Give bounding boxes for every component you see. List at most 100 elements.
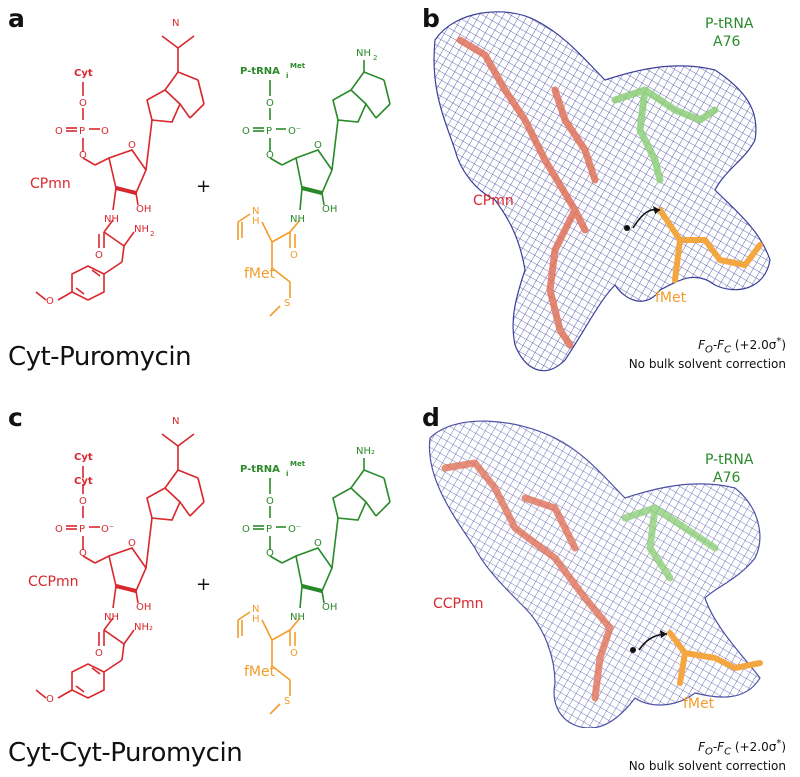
svg-text:O: O [314, 140, 322, 151]
density-mesh-b [433, 11, 771, 372]
svg-text:N: N [252, 604, 259, 615]
svg-text:O⁻: O⁻ [288, 524, 301, 535]
ccpmn-label: CCPmn [28, 574, 79, 590]
fmet-moiety [237, 213, 301, 317]
svg-text:O: O [46, 296, 54, 307]
panel-a-structures: Cyt O O P O O O NH OH O NH 2 O N CPmn + [30, 18, 391, 317]
title-cyt-cyt-puromycin: Cyt-Cyt-Puromycin [8, 738, 243, 768]
svg-text:H: H [252, 614, 260, 625]
cpmn-sticks-b [456, 36, 599, 349]
ptrna-sticks-b [611, 86, 719, 184]
nucleophile-dot-b [624, 225, 630, 231]
ccpmn-sticks-d [441, 459, 614, 702]
svg-text:P: P [79, 126, 85, 137]
svg-text:OH: OH [136, 602, 151, 613]
svg-text:O: O [79, 496, 87, 507]
fmet-sticks-b [657, 207, 763, 283]
svg-text:Cyt: Cyt [74, 452, 93, 463]
density-formula-d: FO-FC (+2.0σ*) [698, 738, 786, 758]
svg-text:2: 2 [373, 54, 377, 62]
fmet-label-a: fMet [244, 266, 276, 282]
svg-text:P: P [266, 126, 272, 137]
density-caption-b: No bulk solvent correction [628, 357, 786, 372]
svg-text:O: O [242, 126, 250, 137]
svg-text:O: O [128, 538, 136, 549]
svg-text:O: O [128, 140, 136, 151]
fmet-atom-labels-c: N H O S [252, 604, 298, 707]
svg-text:NH: NH [356, 48, 371, 59]
panel-c-structures: Cyt Cyt O O P O⁻ O O NH OH O NH₂ O N CCP… [28, 416, 391, 715]
panel-letter-a: a [8, 4, 25, 33]
cpmn-label-b: CPmn [473, 193, 514, 209]
ptrna-atom-labels: P-tRNA i Met O O P O⁻ O O NH OH NH 2 [240, 48, 377, 225]
svg-text:O: O [55, 524, 63, 535]
fmet-label-c: fMet [244, 664, 276, 680]
a76-label-b: A76 [713, 34, 740, 50]
svg-text:O: O [79, 548, 87, 559]
svg-text:O: O [290, 648, 298, 659]
svg-text:O: O [242, 524, 250, 535]
density-note-d: FO-FC (+2.0σ*) No bulk solvent correctio… [629, 736, 786, 774]
density-mesh-d [428, 420, 761, 728]
svg-text:N: N [252, 206, 259, 217]
svg-text:NH: NH [134, 224, 149, 235]
cpmn-atom-labels: Cyt O O P O O O NH OH O NH 2 O N [46, 18, 179, 307]
svg-text:O: O [314, 538, 322, 549]
svg-text:O: O [46, 694, 54, 705]
fmet-label-b: fMet [655, 290, 687, 306]
plus-sign-c: + [196, 574, 211, 595]
svg-text:NH: NH [290, 214, 305, 225]
svg-text:Met: Met [290, 460, 306, 468]
density-formula-b: FO-FC (+2.0σ*) [698, 336, 786, 356]
fmet-sticks-d [667, 630, 763, 686]
nucleophile-dot-d [630, 647, 636, 653]
density-note-b: FO-FC (+2.0σ*) No bulk solvent correctio… [629, 334, 786, 372]
panel-b-density-map: P-tRNA A76 CPmn fMet [433, 11, 771, 372]
ptrna-atom-labels-c: P-tRNA i Met O O P O⁻ O O NH OH NH₂ [240, 446, 375, 623]
ptrna-molecule-c [253, 458, 391, 609]
ccpmn-label-d: CCPmn [433, 596, 484, 612]
svg-text:N: N [172, 416, 179, 427]
ptrna-sticks-d [621, 504, 719, 582]
svg-text:P: P [266, 524, 272, 535]
panel-letter-c: c [8, 403, 23, 432]
plus-sign-a: + [196, 176, 211, 197]
svg-text:2: 2 [150, 230, 154, 238]
svg-text:NH₂: NH₂ [356, 446, 375, 457]
svg-text:i: i [286, 470, 288, 478]
svg-text:OH: OH [322, 602, 337, 613]
svg-text:i: i [286, 72, 288, 80]
panel-letter-b: b [422, 4, 440, 33]
svg-text:O⁻: O⁻ [288, 126, 301, 137]
fmet-moiety-c [237, 611, 301, 715]
svg-text:H: H [252, 216, 260, 227]
svg-text:P-tRNA: P-tRNA [240, 464, 280, 475]
svg-text:O: O [290, 250, 298, 261]
ccpmn-atom-labels: Cyt Cyt O O P O⁻ O O NH OH O NH₂ O N [46, 416, 179, 705]
svg-text:O: O [101, 126, 109, 137]
svg-text:O: O [266, 98, 274, 109]
a76-label-d: A76 [713, 470, 740, 486]
svg-text:NH₂: NH₂ [134, 622, 153, 633]
ptrna-molecule [253, 60, 391, 211]
ccpmn-molecule [35, 433, 205, 699]
svg-text:O⁻: O⁻ [101, 524, 114, 535]
panel-d-density-map: P-tRNA A76 CCPmn fMet [428, 420, 763, 728]
svg-text:P: P [79, 524, 85, 535]
svg-text:O: O [266, 496, 274, 507]
svg-text:NH: NH [104, 612, 119, 623]
fmet-label-d: fMet [683, 696, 715, 712]
cpmn-molecule [35, 35, 205, 301]
svg-text:OH: OH [136, 204, 151, 215]
density-caption-d: No bulk solvent correction [628, 759, 786, 774]
fmet-atom-labels: N H O S [252, 206, 298, 309]
svg-text:O: O [95, 250, 103, 261]
svg-text:O: O [55, 126, 63, 137]
ptrna-label-d: P-tRNA [705, 452, 754, 468]
cpmn-label: CPmn [30, 176, 71, 192]
svg-text:O: O [266, 548, 274, 559]
svg-text:NH: NH [290, 612, 305, 623]
svg-text:N: N [172, 18, 179, 29]
svg-text:O: O [95, 648, 103, 659]
svg-text:S: S [284, 298, 290, 309]
